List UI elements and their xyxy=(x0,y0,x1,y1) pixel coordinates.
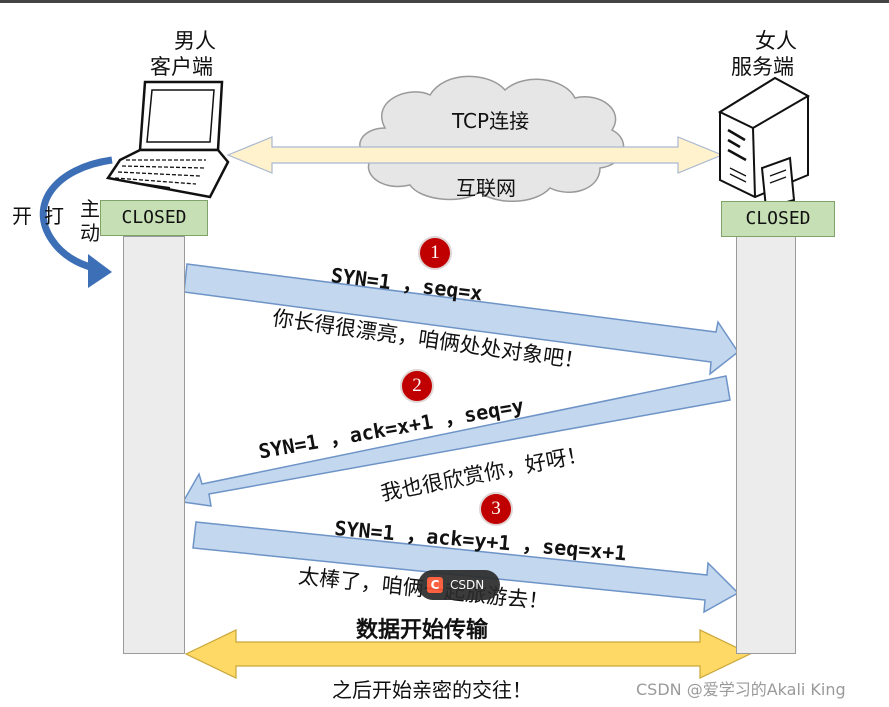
step-badge-1: 1 xyxy=(418,236,452,270)
active-open-char: 打 xyxy=(44,204,64,228)
top-border xyxy=(0,0,889,3)
server-type-label: 服务端 xyxy=(731,55,794,79)
step-badge-3: 3 xyxy=(479,492,513,526)
active-open-char: 开 xyxy=(12,204,32,228)
internet-label: 互联网 xyxy=(456,176,516,200)
client-lifeline xyxy=(123,236,185,654)
data-transfer-title: 数据开始传输 xyxy=(356,617,489,643)
server-role-label: 女人 xyxy=(755,29,797,53)
server-state-box: CLOSED xyxy=(721,201,835,237)
client-state-box: CLOSED xyxy=(100,200,208,236)
csdn-badge-label: CSDN xyxy=(450,578,485,592)
active-open-arrow xyxy=(39,156,113,288)
data-transfer-arrow xyxy=(184,629,752,679)
active-open-char: 动 xyxy=(80,221,100,245)
active-open-char: 主 xyxy=(80,197,100,221)
syn-arrow xyxy=(183,263,740,376)
step-badge-2: 2 xyxy=(400,369,434,403)
internet-cloud-icon xyxy=(359,75,625,202)
client-type-label: 客户端 xyxy=(150,55,213,79)
server-lifeline xyxy=(736,236,796,654)
watermark: CSDN @爱学习的Akali King xyxy=(636,680,846,699)
server-icon xyxy=(717,76,811,210)
csdn-floating-badge[interactable]: C CSDN xyxy=(418,570,500,600)
laptop-icon xyxy=(105,80,230,199)
syn-ack-arrow xyxy=(181,375,731,507)
tcp-connection-label: TCP连接 xyxy=(452,109,530,133)
data-transfer-caption: 之后开始亲密的交往！ xyxy=(332,678,532,702)
ack-arrow xyxy=(192,521,740,614)
client-role-label: 男人 xyxy=(174,29,216,53)
csdn-logo-icon: C xyxy=(427,577,443,593)
